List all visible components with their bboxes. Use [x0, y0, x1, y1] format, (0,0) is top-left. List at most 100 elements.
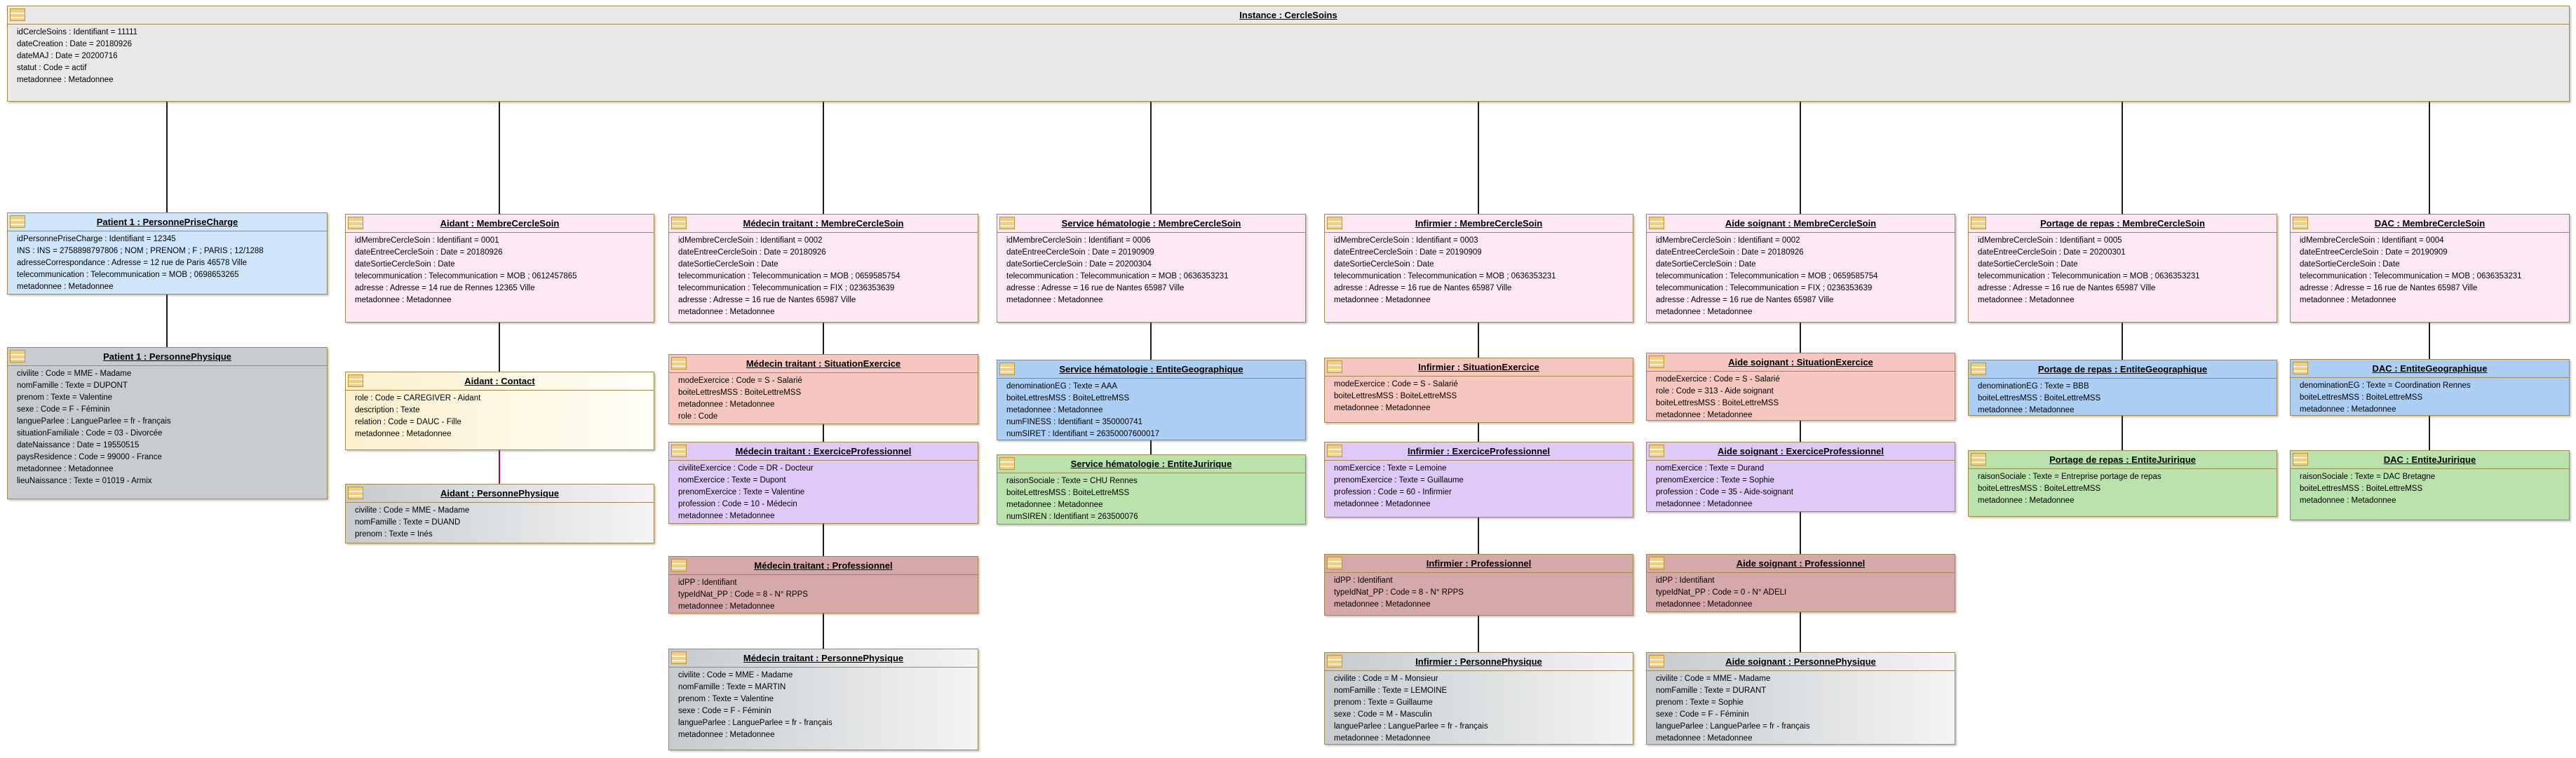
attribute-line: telecommunication : Telecommunication = … [2300, 272, 2522, 280]
instance-class-icon [10, 8, 25, 21]
connector-infirmier-ep [1478, 423, 1479, 442]
attribute-line: telecommunication : Telecommunication = … [678, 284, 895, 292]
attribute-line: nomFamille : Texte = DURANT [1656, 686, 1767, 695]
attribute-line: metadonnee : Metadonnee [1334, 500, 1431, 508]
attribute-line: metadonnee : Metadonnee [1334, 600, 1431, 609]
attribute-line: langueParlee : LangueParlee = fr - franç… [1334, 722, 1488, 731]
box-title: Aidant : Contact [464, 376, 535, 386]
attribute-line: langueParlee : LangueParlee = fr - franç… [678, 719, 832, 727]
attribute-line: dateEntreeCercleSoin : Date = 20180926 [355, 248, 503, 257]
attribute-line: telecommunication : Telecommunication = … [1656, 284, 1873, 292]
attribute-line: boiteLettresMSS : BoiteLettreMSS [1656, 399, 1779, 407]
attribute-line: metadonnee : Metadonnee [678, 602, 775, 611]
attribute-line: idPP : Identifiant [678, 578, 737, 587]
attribute-line: dateEntreeCercleSoin : Date = 20190909 [1006, 248, 1154, 257]
attribute-line: raisonSociale : Texte = Entreprise porta… [1978, 473, 2162, 481]
attribute-line: metadonnee : Metadonnee [678, 512, 775, 520]
box-header: Instance : CercleSoins [8, 6, 2569, 25]
attribute-line: dateEntreeCercleSoin : Date = 20200301 [1978, 248, 2126, 257]
box-header: Aide soignant : SituationExercice [1647, 353, 1955, 372]
attribute-line: numSIRET : Identifiant = 26350007600017 [1006, 430, 1160, 438]
uml-object-hemato-entitegeographique[interactable]: Service hématologie : EntiteGeographique… [997, 360, 1306, 440]
uml-object-medecin-professionnel[interactable]: Médecin traitant : Professionnel idPP : I… [668, 556, 978, 614]
box-header: Médecin traitant : ExerciceProfessionnel [669, 442, 978, 461]
connector-medecin-se [823, 323, 824, 354]
connector-root-infirmier [1478, 102, 1479, 214]
box-title: Patient 1 : PersonnePhysique [103, 351, 231, 362]
connector-hemato-ej [1150, 440, 1152, 454]
attribute-line: metadonnee : Metadonnee [1978, 406, 2075, 414]
instance-class-icon [348, 487, 363, 499]
attribute-line: adresse : Adresse = 16 rue de Nantes 659… [2300, 284, 2478, 292]
attribute-line: adresseCorrespondance : Adresse = 12 rue… [17, 259, 248, 267]
attribute-line: description : Texte [355, 406, 420, 414]
box-title: Service hématologie : MembreCercleSoin [1061, 218, 1241, 229]
attribute-line: prenomExercice : Texte = Valentine [678, 488, 805, 496]
box-attributes: denominationEG : Texte = Coordination Re… [2291, 378, 2569, 416]
attribute-line: prenom : Texte = Inés [355, 530, 433, 539]
box-title: Aide soignant : ExerciceProfessionnel [1718, 446, 1884, 456]
box-header: Infirmier : ExerciceProfessionnel [1325, 442, 1633, 461]
attribute-line: typeIdNat_PP : Code = 0 - N° ADELI [1656, 588, 1787, 597]
attribute-line: metadonnee : Metadonnee [1656, 600, 1753, 609]
box-attributes: idPersonnePriseCharge : Identifiant = 12… [8, 231, 327, 293]
attribute-line: dateNaissance : Date = 19550515 [17, 441, 140, 449]
box-header: Aide soignant : Professionnel [1647, 555, 1955, 573]
instance-class-icon [2293, 362, 2308, 374]
connector-portage-eg [2122, 323, 2123, 360]
box-header: Portage de repas : EntiteGeographique [1969, 360, 2277, 379]
attribute-line: adresse : Adresse = 14 rue de Rennes 123… [355, 284, 535, 292]
attribute-line: civiliteExercice : Code = DR - Docteur [678, 464, 814, 473]
uml-object-portage-entitegeographique[interactable]: Portage de repas : EntiteGeographique den… [1968, 360, 2277, 416]
attribute-line: denominationEG : Texte = BBB [1978, 382, 2089, 391]
connector-root-aidant [499, 102, 500, 214]
box-title: Médecin traitant : Professionnel [754, 560, 893, 571]
attribute-line: dateSortieCercleSoin : Date [355, 260, 455, 269]
instance-class-icon [1971, 217, 1986, 229]
instance-class-icon [1327, 217, 1342, 229]
attribute-line: profession : Code = 10 - Médecin [678, 500, 797, 508]
attribute-line: metadonnee : Metadonnee [1006, 406, 1103, 414]
uml-object-medecin-exerciceprofessionnel[interactable]: Médecin traitant : ExerciceProfessionnel… [668, 442, 978, 524]
attribute-line: langueParlee : LangueParlee = fr - franç… [1656, 722, 1810, 731]
instance-class-icon [1649, 557, 1664, 569]
attribute-line: paysResidence : Code = 99000 - France [17, 453, 162, 461]
attribute-line: civilite : Code = MME - Madame [355, 506, 470, 515]
instance-class-icon [671, 445, 687, 457]
box-header: DAC : EntiteGeographique [2291, 360, 2569, 378]
